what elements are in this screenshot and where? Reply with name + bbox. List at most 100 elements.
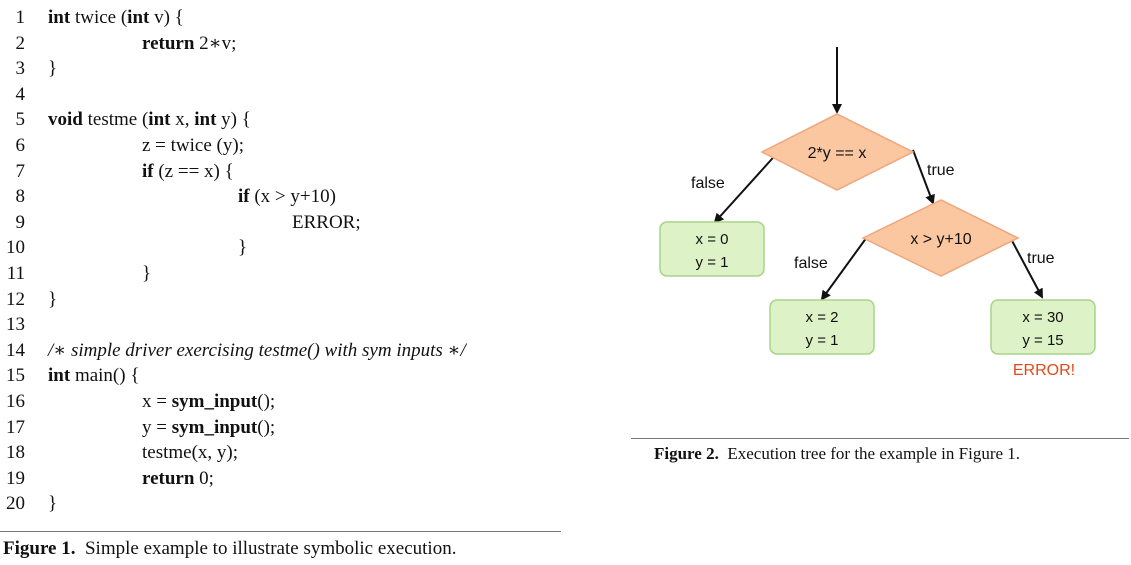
line-number: 1 (15, 7, 26, 28)
code-token: y = (142, 416, 172, 438)
code-line: 18 testme(x, y); (0, 440, 565, 466)
line-number: 12 (6, 288, 25, 310)
keyword: sym_input (171, 416, 258, 438)
leaf1-line2: y = 1 (696, 254, 729, 271)
comment: /∗ simple driver exercising testme() wit… (48, 339, 466, 361)
code-token: x = (142, 391, 172, 412)
code-token: z = twice (y); (142, 135, 244, 156)
code-text: } (238, 235, 247, 261)
code-text: /∗ simple driver exercising testme() wit… (48, 338, 466, 364)
leaf-node-2 (769, 299, 875, 355)
code-token: x, (170, 109, 195, 131)
code-text: testme(x, y); (142, 440, 238, 466)
line-number: 5 (15, 109, 26, 131)
code-text: int twice (int v) { (48, 5, 184, 31)
code-token: testme(x, y); (142, 442, 239, 464)
line-number: 20 (6, 493, 25, 515)
error-label: ERROR! (1013, 362, 1075, 379)
keyword: return (142, 32, 195, 54)
leaf3-line1: x = 30 (1022, 309, 1063, 326)
code-token: } (48, 288, 58, 310)
keyword: int (48, 7, 71, 28)
code-line: 13 (0, 312, 565, 338)
edge-d2-false (820, 236, 868, 301)
keyword: void (48, 109, 83, 131)
figure1-caption: Figure 1. Simple example to illustrate s… (3, 538, 456, 560)
execution-tree: 2*y == x x > y+10 x = 0 y = 1 x = 2 y = … (630, 40, 1130, 390)
line-number: 6 (15, 135, 26, 156)
keyword: if (238, 186, 250, 208)
code-text: if (x > y+10) (238, 184, 336, 210)
figure2-caption: Figure 2. Execution tree for the example… (654, 444, 1020, 464)
figure1-top-rule (0, 531, 561, 532)
code-line: 12} (0, 287, 565, 313)
line-number: 17 (6, 416, 25, 438)
code-text: } (48, 491, 57, 517)
code-text: return 2∗v; (142, 31, 236, 57)
line-number: 7 (15, 160, 26, 182)
code-token: testme ( (82, 109, 149, 131)
line-number: 19 (6, 467, 25, 489)
keyword: return (142, 467, 195, 489)
figure2-top-rule (631, 438, 1129, 439)
line-number: 13 (6, 314, 25, 336)
code-line: 14 /∗ simple driver exercising testme() w… (0, 338, 565, 364)
keyword: int (127, 7, 150, 28)
code-token: 2∗v; (194, 32, 237, 54)
line-number: 11 (6, 263, 25, 284)
line-number: 14 (6, 339, 25, 361)
edge-label-d2-true: true (1027, 250, 1055, 267)
line-number: 9 (15, 211, 26, 233)
code-token: } (48, 58, 58, 80)
line-number: 4 (15, 83, 26, 105)
leaf-node-3 (990, 299, 1096, 355)
code-text: ERROR; (292, 210, 361, 236)
leaf2-line1: x = 2 (806, 309, 839, 326)
leaf3-line2: y = 15 (1022, 332, 1063, 349)
code-text: int main() { (48, 363, 139, 389)
execution-tree-svg: 2*y == x x > y+10 x = 0 y = 1 x = 2 y = … (659, 47, 1096, 379)
code-token: } (142, 263, 152, 284)
leaf1-line1: x = 0 (696, 231, 729, 248)
code-text: z = twice (y); (142, 133, 244, 159)
line-number: 10 (6, 237, 25, 259)
code-line: 11} (0, 261, 565, 287)
line-number: 15 (6, 365, 25, 387)
keyword: sym_input (171, 391, 258, 412)
code-line: 7 if (z == x) { (0, 159, 565, 185)
code-token: (z == x) { (153, 160, 234, 182)
code-line: 10} (0, 235, 565, 261)
code-text: x = sym_input(); (142, 389, 275, 415)
code-line: 9 ERROR; (0, 210, 565, 236)
decision-label-1: 2*y == x (808, 145, 867, 162)
keyword: if (142, 160, 154, 182)
code-text: if (z == x) { (142, 159, 234, 185)
figure2-caption-label: Figure 2. (654, 444, 719, 463)
edge-label-d1-true: true (927, 162, 955, 179)
code-text: } (48, 287, 57, 313)
code-token: y) { (216, 109, 251, 131)
leaf2-line2: y = 1 (806, 332, 839, 349)
code-text: return 0; (142, 466, 214, 492)
edge-d2-true (1009, 236, 1043, 299)
code-text: } (48, 56, 57, 82)
code-line: 4 (0, 82, 565, 108)
edge-d1-true (912, 149, 935, 205)
figure1-caption-text: Simple example to illustrate symbolic ex… (84, 538, 457, 559)
code-line: 20} (0, 491, 565, 517)
decision-node-1 (760, 113, 915, 191)
code-token: v) { (149, 7, 184, 28)
leaf-node-1 (659, 221, 765, 277)
decision-node-2 (861, 199, 1020, 277)
code-token: ERROR; (292, 211, 361, 233)
code-text: } (142, 261, 151, 287)
code-token: (x > y+10) (249, 186, 336, 208)
edge-label-d1-false: false (691, 175, 725, 192)
code-line: 1 int twice (int v) { (0, 5, 565, 31)
line-number: 18 (6, 442, 25, 464)
decision-label-2: x > y+10 (910, 231, 971, 248)
